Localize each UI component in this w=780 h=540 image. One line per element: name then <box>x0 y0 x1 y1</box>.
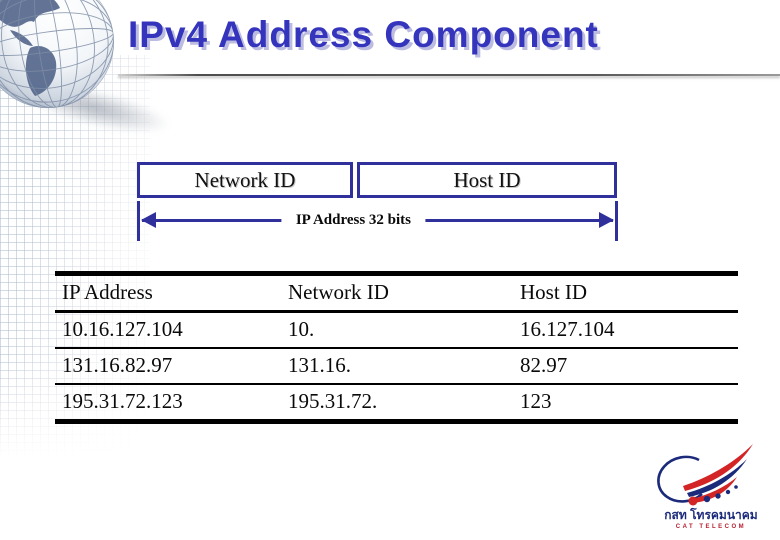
table-row: 131.16.82.97 131.16. 82.97 <box>55 348 738 384</box>
header-network-id: Network ID <box>288 280 389 304</box>
cell-ip-address: 195.31.72.123 <box>62 389 183 413</box>
background-pattern <box>0 55 150 475</box>
logo-thai-text: กสท โทรคมนาคม <box>664 508 758 522</box>
cell-network-id: 195.31.72. <box>288 389 378 413</box>
cell-ip-address: 10.16.127.104 <box>62 317 183 341</box>
arrow-label: IP Address 32 bits <box>281 212 426 229</box>
cat-telecom-swoosh-icon <box>657 444 753 506</box>
ip-table: IP Address Network ID Host ID 10.16.127.… <box>55 271 738 424</box>
cell-ip-address: 131.16.82.97 <box>62 353 173 377</box>
table-header-row: IP Address Network ID Host ID <box>55 274 738 312</box>
cell-network-id: 131.16. <box>288 353 351 377</box>
bits-arrow: IP Address 32 bits <box>137 201 618 243</box>
arrow-head-left-icon <box>141 212 156 228</box>
cell-host-id: 123 <box>520 389 552 413</box>
host-id-label: Host ID <box>453 167 521 192</box>
arrow-endbar-right <box>615 201 618 241</box>
cell-host-id: 16.127.104 <box>520 317 615 341</box>
host-id-box: Host ID <box>357 162 617 198</box>
cell-host-id: 82.97 <box>520 353 568 377</box>
globe-icon <box>0 0 114 108</box>
arrow-head-right-icon <box>599 212 614 228</box>
cell-network-id: 10. <box>288 317 315 341</box>
slide-title: IPv4 Address Component <box>128 14 599 55</box>
network-id-label: Network ID <box>194 167 296 192</box>
cat-telecom-logo: กสท โทรคมนาคม CAT TELECOM <box>650 444 772 530</box>
table-row: 195.31.72.123 195.31.72. 123 <box>55 384 738 422</box>
header-host-id: Host ID <box>520 280 588 304</box>
arrow-endbar-left <box>137 201 140 241</box>
title-divider-line <box>118 74 780 76</box>
header-ip-address: IP Address <box>62 280 153 304</box>
table-row: 10.16.127.104 10. 16.127.104 <box>55 312 738 348</box>
logo-latin-text: CAT TELECOM <box>675 524 747 530</box>
network-id-box: Network ID <box>137 162 353 198</box>
